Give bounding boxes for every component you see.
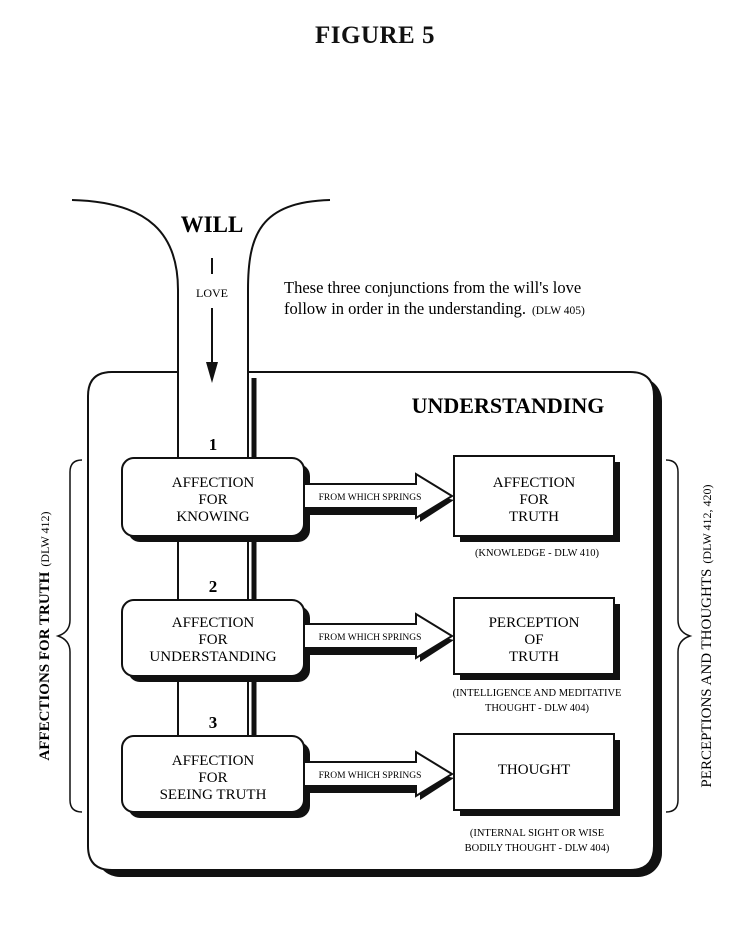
channel xyxy=(177,372,257,736)
affection-2-line: AFFECTION xyxy=(172,615,255,631)
result-box-3 xyxy=(453,733,620,816)
affection-3-line: AFFECTION xyxy=(172,753,255,769)
left-side-label: AFFECTIONS FOR TRUTH(DLW 412) xyxy=(37,511,53,760)
springs-label-2: FROM WHICH SPRINGS xyxy=(319,633,422,643)
result-2-line: PERCEPTION xyxy=(489,615,580,631)
springs-arrow-2 xyxy=(303,612,454,662)
affection-3-line: FOR xyxy=(198,770,227,786)
springs-arrow-1 xyxy=(303,472,454,522)
note-2-line: THOUGHT - DLW 404) xyxy=(485,703,590,714)
springs-arrow-3 xyxy=(303,750,454,800)
result-1-line: AFFECTION xyxy=(493,475,576,491)
result-1-line: TRUTH xyxy=(509,509,559,525)
result-box-2 xyxy=(453,597,620,680)
springs-label-3: FROM WHICH SPRINGS xyxy=(319,771,422,781)
affection-2-line: FOR xyxy=(198,632,227,648)
note-2-line: (INTELLIGENCE AND MEDITATIVE xyxy=(453,688,622,699)
note-1-line: (KNOWLEDGE - DLW 410) xyxy=(475,548,600,559)
affection-1-line: FOR xyxy=(198,492,227,508)
springs-label-1: FROM WHICH SPRINGS xyxy=(319,493,422,503)
understanding-label: UNDERSTANDING xyxy=(412,393,605,418)
result-3-line: THOUGHT xyxy=(498,762,571,778)
will-funnel-left xyxy=(71,199,179,372)
love-arrow xyxy=(206,258,218,383)
result-box-1 xyxy=(453,455,620,542)
right-brace xyxy=(665,459,693,813)
result-1-line: FOR xyxy=(519,492,548,508)
right-side-label: PERCEPTIONS AND THOUGHTS(DLW 412, 420) xyxy=(699,484,715,787)
step-number-3: 3 xyxy=(209,713,218,732)
result-2-line: OF xyxy=(524,632,543,648)
figure-title: FIGURE 5 xyxy=(315,22,435,49)
note-3-line: BODILY THOUGHT - DLW 404) xyxy=(465,843,610,854)
love-label: LOVE xyxy=(196,286,228,300)
intro-line-2: follow in order in the understanding.(DL… xyxy=(284,299,585,318)
result-2-line: TRUTH xyxy=(509,649,559,665)
affection-1-line: KNOWING xyxy=(176,509,249,525)
affection-box-1 xyxy=(121,457,310,542)
step-number-2: 2 xyxy=(209,577,218,596)
affection-1-line: AFFECTION xyxy=(172,475,255,491)
intro-line-1: These three conjunctions from the will's… xyxy=(284,278,581,297)
left-brace xyxy=(55,459,83,813)
note-3-line: (INTERNAL SIGHT OR WISE xyxy=(470,828,604,839)
affection-2-line: UNDERSTANDING xyxy=(149,649,276,665)
step-number-1: 1 xyxy=(209,435,218,454)
will-funnel-right xyxy=(247,199,331,372)
will-label: WILL xyxy=(181,212,244,237)
affection-box-3 xyxy=(121,735,310,818)
affection-3-line: SEEING TRUTH xyxy=(160,787,267,803)
